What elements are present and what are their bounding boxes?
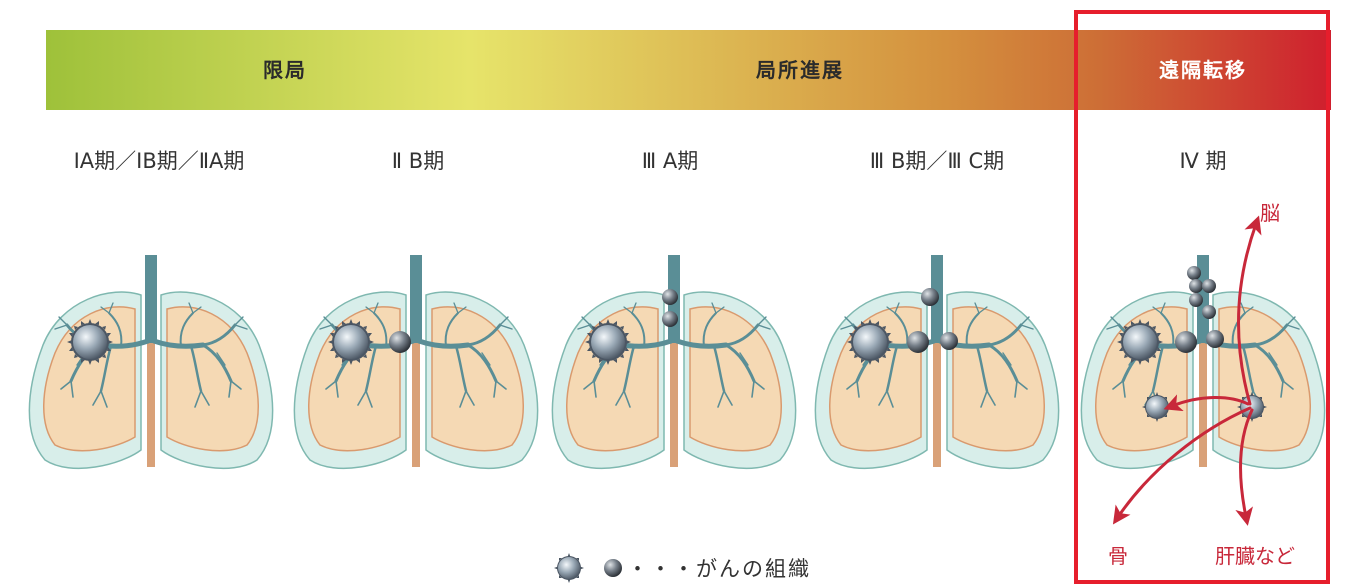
lymph-node-icon (940, 332, 958, 350)
lung-diagram-stage-iiib (815, 255, 1058, 468)
stage-gradient-bar (46, 30, 1331, 110)
metastasis-target-liver: 肝臓など (1215, 544, 1295, 568)
lung-diagram-stage-iiia (552, 255, 795, 468)
stage-label-iiia: Ⅲ A期 (642, 149, 699, 173)
lymph-node-icon (1206, 330, 1224, 348)
stage-label-iv: Ⅳ 期 (1179, 149, 1226, 173)
stage-label-locally-advanced: 局所進展 (755, 58, 844, 82)
lymph-node-icon (907, 331, 929, 353)
legend-lymph-node-icon (604, 559, 622, 577)
lung-diagram-stage-iv (1081, 255, 1324, 468)
legend-text: ・・・がんの組織 (627, 557, 811, 581)
stage-label-localized: 限局 (263, 58, 307, 82)
lymph-node-icon (921, 288, 939, 306)
lymph-node-icon (1189, 293, 1203, 307)
lymph-node-icon (1187, 266, 1201, 280)
lymph-node-icon (1202, 305, 1216, 319)
lung-diagram-stage-i (29, 255, 272, 468)
lymph-node-icon (389, 331, 411, 353)
legend-tumor-icon (554, 553, 584, 583)
lymph-node-icon (1202, 279, 1216, 293)
lymph-node-icon (1189, 279, 1203, 293)
metastasis-target-bone: 骨 (1108, 544, 1128, 568)
stage-label-iib: Ⅱ B期 (392, 149, 444, 173)
stage-label-iiib-iiic: Ⅲ B期／Ⅲ C期 (870, 149, 1004, 173)
metastasis-target-brain: 脳 (1260, 201, 1280, 225)
lymph-node-icon (662, 311, 678, 327)
stage-label-distant-metastasis: 遠隔転移 (1159, 58, 1247, 82)
lymph-node-icon (1175, 331, 1197, 353)
stage-label-ia-ib-iia: ⅠA期／ⅠB期／ⅡA期 (74, 149, 245, 173)
lymph-node-icon (662, 289, 678, 305)
legend: ・・・がんの組織 (554, 553, 811, 583)
lung-diagram-stage-iib (294, 255, 537, 468)
